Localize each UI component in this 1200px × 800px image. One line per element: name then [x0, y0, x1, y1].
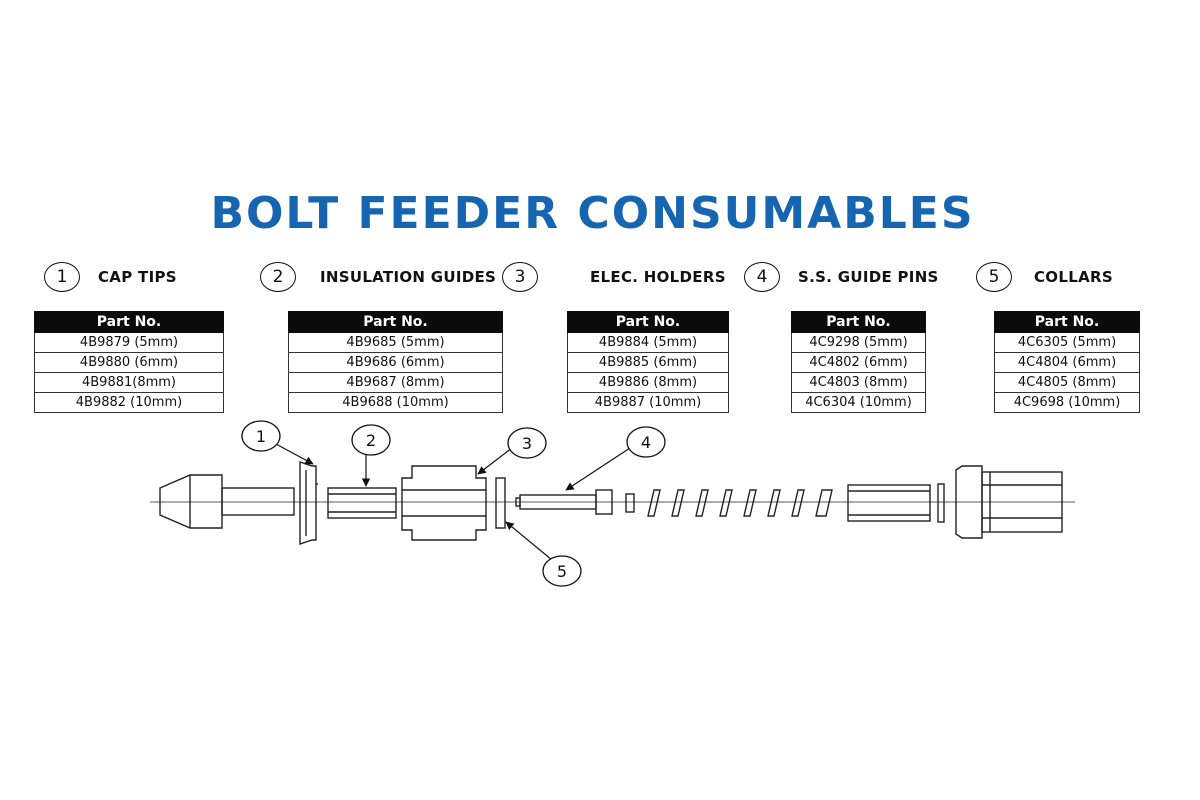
electrode-holder-shape	[401, 465, 487, 541]
callout-leader-5	[505, 521, 553, 561]
category-label: INSULATION GUIDES	[320, 268, 497, 286]
category-header-collars: 5 COLLARS	[976, 262, 1113, 292]
category-header-ss-guide-pins: 4 S.S. GUIDE PINS	[744, 262, 939, 292]
part-number: 4C9298 (5mm)	[791, 332, 926, 353]
category-number: 1	[44, 262, 80, 292]
callout-circle-2	[351, 424, 391, 456]
collar-shape	[495, 477, 506, 529]
part-number: 4B9886 (8mm)	[567, 372, 729, 393]
part-number: 4B9885 (6mm)	[567, 352, 729, 373]
spring-shape	[647, 489, 833, 517]
parts-table-cap-tips: Part No. 4B9879 (5mm) 4B9880 (6mm) 4B988…	[34, 311, 224, 413]
nozzle-tip-shape	[159, 474, 223, 529]
category-label: ELEC. HOLDERS	[590, 268, 726, 286]
category-label: CAP TIPS	[98, 268, 177, 286]
callout-number-5: 5	[557, 562, 567, 581]
part-number: 4B9882 (10mm)	[34, 392, 224, 413]
table-header: Part No.	[994, 311, 1140, 333]
nozzle-body-shape	[221, 487, 295, 516]
callout-number-2: 2	[366, 431, 376, 450]
part-number: 4C4803 (8mm)	[791, 372, 926, 393]
parts-table-elec-holders: Part No. 4B9884 (5mm) 4B9885 (6mm) 4B988…	[567, 311, 729, 413]
guide-pin-head-shape	[595, 489, 613, 515]
callout-number-1: 1	[256, 427, 266, 446]
callout-number-3: 3	[522, 434, 532, 453]
category-number: 3	[502, 262, 538, 292]
cap-tip-shape	[299, 461, 317, 545]
sleeve-shape	[847, 484, 931, 522]
part-number: 4B9887 (10mm)	[567, 392, 729, 413]
housing-body-shape	[981, 471, 1063, 533]
table-header: Part No.	[34, 311, 224, 333]
part-number: 4C9698 (10mm)	[994, 392, 1140, 413]
insulation-guide-shape	[327, 487, 397, 519]
table-header: Part No.	[567, 311, 729, 333]
part-number: 4B9687 (8mm)	[288, 372, 503, 393]
part-number: 4B9688 (10mm)	[288, 392, 503, 413]
callout-circle-5	[542, 555, 582, 587]
part-number: 4B9685 (5mm)	[288, 332, 503, 353]
callout-circle-3	[507, 427, 547, 459]
category-label: COLLARS	[1034, 268, 1113, 286]
page-title: BOLT FEEDER CONSUMABLES	[210, 188, 975, 239]
table-header: Part No.	[288, 311, 503, 333]
callout-leader-4	[565, 447, 631, 491]
housing-nut-shape	[955, 465, 983, 539]
part-number: 4C4805 (8mm)	[994, 372, 1140, 393]
category-header-elec-holders: 3 ELEC. HOLDERS	[502, 262, 726, 292]
callout-circle-1	[241, 420, 281, 452]
parts-table-insulation-guides: Part No. 4B9685 (5mm) 4B9686 (6mm) 4B968…	[288, 311, 503, 413]
table-header: Part No.	[791, 311, 926, 333]
callout-leader-1	[275, 443, 314, 465]
spacer-shape	[625, 493, 635, 513]
parts-table-ss-guide-pins: Part No. 4C9298 (5mm) 4C4802 (6mm) 4C480…	[791, 311, 926, 413]
part-number: 4C6304 (10mm)	[791, 392, 926, 413]
callout-number-4: 4	[641, 433, 651, 452]
category-number: 2	[260, 262, 296, 292]
category-number: 5	[976, 262, 1012, 292]
washer-shape	[937, 483, 945, 523]
callout-circle-4	[626, 426, 666, 458]
category-number: 4	[744, 262, 780, 292]
category-header-insulation-guides: 2 INSULATION GUIDES	[260, 262, 496, 292]
category-header-cap-tips: 1 CAP TIPS	[44, 262, 177, 292]
callout-leader-3	[477, 447, 513, 475]
category-label: S.S. GUIDE PINS	[798, 268, 939, 286]
parts-table-collars: Part No. 4C6305 (5mm) 4C4804 (6mm) 4C480…	[994, 311, 1140, 413]
